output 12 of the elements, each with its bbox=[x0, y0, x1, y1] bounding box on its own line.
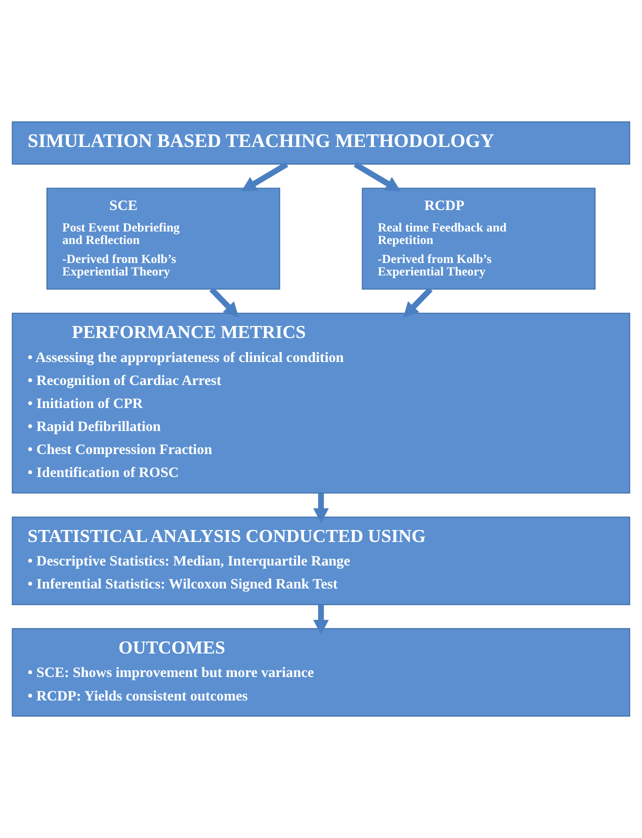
arrow bbox=[313, 604, 329, 635]
arrow bbox=[241, 162, 288, 192]
node-box: RCDP Real time Feedback and Repetition -Derived from Kolb’s Experiential Theory bbox=[362, 188, 596, 290]
node-box: OUTCOMES • SCE: Shows improvement but more variance • RCDP: Yields consistent outcomes bbox=[12, 628, 630, 717]
arrow bbox=[209, 287, 239, 318]
node-box: SIMULATION BASED TEACHING METHODOLOGY bbox=[12, 121, 630, 165]
node-box: SCE Post Event Debriefing and Reflection -Derived from Kolb’s Experiential Theory bbox=[46, 188, 280, 290]
arrow bbox=[354, 162, 401, 192]
arrow bbox=[313, 493, 329, 524]
arrow bbox=[403, 287, 433, 318]
node-box: PERFORMANCE METRICS • Assessing the appropriateness of clinical condition • Recognition of Cardiac Arrest • Initiation of CPR • Rapid Defibrillation • Chest Compression Fraction • Identification of ROSC bbox=[12, 312, 630, 494]
node-box: STATISTICAL ANALYSIS CONDUCTED USING • Descriptive Statistics: Median, Interquartile Range • Inferential Statistics: Wilcoxon Signed Rank Test bbox=[12, 516, 630, 606]
